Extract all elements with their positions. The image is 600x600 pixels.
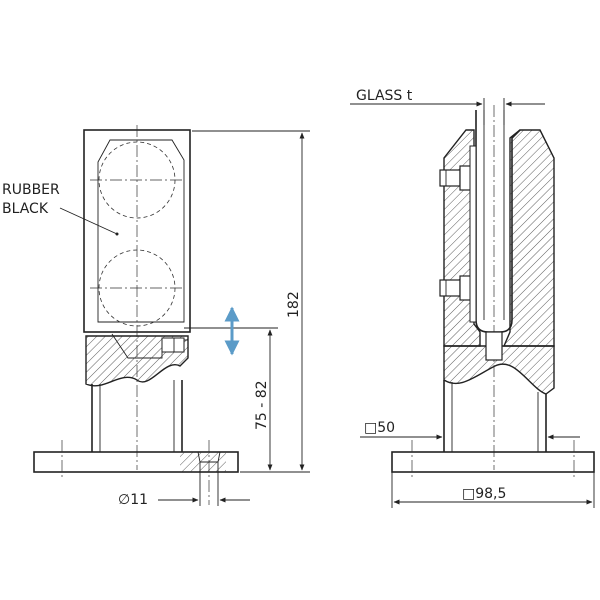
rubber-label-line1: RUBBER — [2, 182, 60, 198]
height-total-label: 182 — [286, 291, 302, 318]
rubber-label-line2: BLACK — [2, 201, 49, 217]
upper-clamp-screw — [439, 165, 475, 191]
hole-diameter-label: ∅11 — [118, 492, 148, 508]
right-base-plate — [391, 451, 595, 473]
side-section-view — [391, 105, 595, 480]
height-range-label: 75 - 82 — [254, 380, 270, 430]
front-view — [33, 125, 239, 505]
rubber-leader-line — [59, 207, 118, 235]
set-screw — [161, 337, 185, 353]
tube-square-label: □50 — [364, 420, 395, 436]
dimension-base-square — [391, 472, 595, 508]
left-gasket — [469, 145, 477, 323]
base-plate — [33, 451, 239, 473]
dimension-hole-diameter — [158, 472, 250, 506]
bottom-set-screw — [485, 331, 503, 361]
lower-body-section — [443, 345, 555, 395]
glass-label: GLASS t — [356, 88, 413, 104]
base-square-label: □98,5 — [462, 486, 506, 502]
dimension-182 — [192, 130, 310, 473]
dimension-glass-thickness — [350, 98, 545, 125]
lower-clamp-screw — [439, 275, 475, 301]
rubber-inner-profile — [97, 139, 185, 323]
